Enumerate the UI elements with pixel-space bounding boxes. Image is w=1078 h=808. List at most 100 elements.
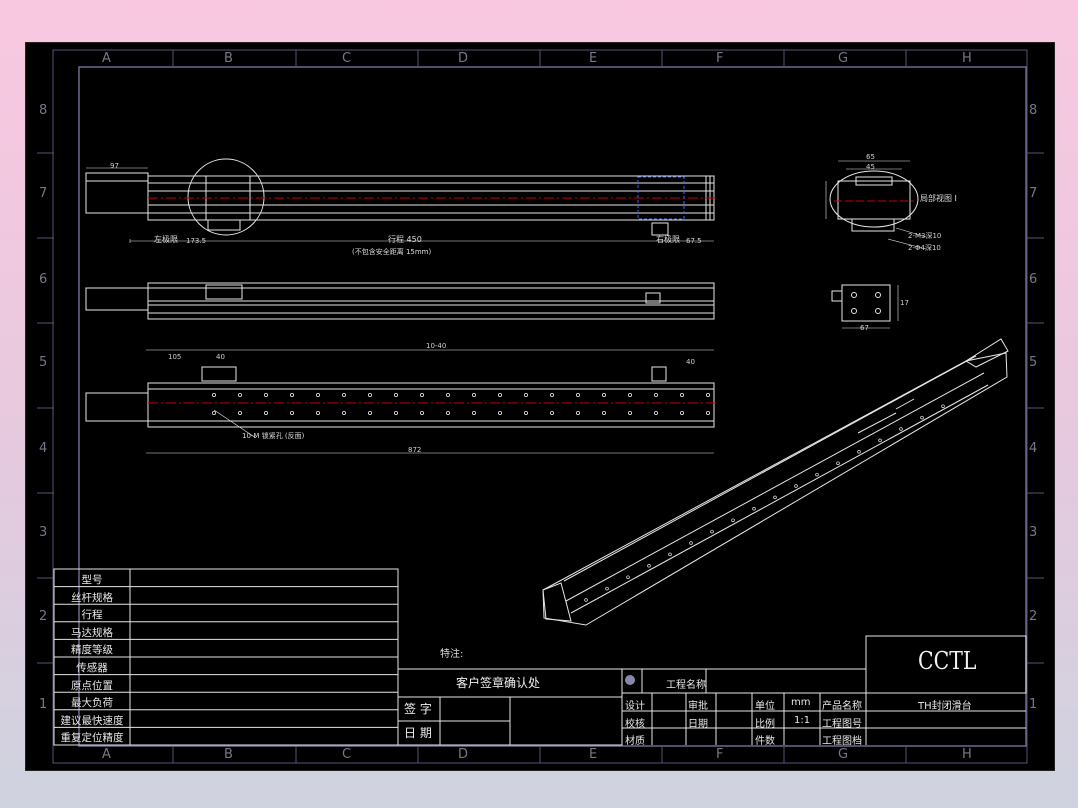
mounting-hole (419, 410, 424, 415)
mounting-hole (550, 392, 555, 397)
unit-value: mm (791, 697, 811, 708)
zone-row-5-right: 5 (1029, 355, 1038, 370)
mounting-hole (367, 392, 372, 397)
customer-title: 客户签章确认处 (456, 676, 541, 690)
zone-col-c-bottom: C (342, 747, 352, 762)
unit-label: 单位 (755, 701, 775, 712)
dim-105: 105 (168, 353, 182, 361)
zone-col-f-bottom: F (716, 747, 724, 762)
mounting-hole (680, 392, 685, 397)
mounting-hole (523, 410, 528, 415)
zone-row-6-right: 6 (1029, 272, 1038, 287)
spec-row-label: 马达规格 (71, 626, 113, 639)
spec-row-label: 传感器 (76, 662, 108, 674)
mounting-hole (550, 410, 555, 415)
zone-col-g-bottom: G (838, 747, 849, 762)
iso-hole (773, 495, 777, 500)
mounting-hole (419, 392, 424, 397)
section-view (825, 160, 927, 250)
mounting-hole (289, 392, 294, 397)
section-view-label: 局部视图 I (920, 194, 957, 203)
iso-hole (584, 598, 588, 602)
dim-45: 45 (866, 163, 875, 171)
mounting-hole (211, 392, 216, 397)
mounting-hole (471, 392, 476, 397)
hole-note: 10-M 锁紧孔 (反面) (242, 432, 305, 440)
check-label: 校核 (625, 719, 645, 730)
iso-hole (752, 507, 756, 511)
hole-phi4: 2-Φ4深10 (908, 244, 941, 252)
mounting-hole (341, 392, 346, 397)
spec-row-label: 重复定位精度 (60, 732, 124, 745)
notes-label: 特注: (440, 649, 464, 660)
zone-row-8-right: 8 (1029, 103, 1038, 118)
dim-65: 65 (866, 153, 875, 161)
stroke-label: 行程 450 (388, 235, 422, 244)
mounting-hole (471, 410, 476, 415)
mounting-hole (576, 410, 581, 415)
iso-hole (731, 518, 735, 522)
zone-col-b: B (224, 51, 233, 66)
spec-table-grid (53, 568, 399, 746)
mounting-hole (602, 410, 607, 415)
mounting-hole (602, 392, 607, 397)
mounting-hole (393, 410, 398, 415)
zone-col-g: G (838, 51, 849, 66)
zone-col-a-bottom: A (102, 747, 111, 762)
front-view (85, 158, 715, 243)
mounting-hole (628, 410, 633, 415)
spec-row-label: 型号 (81, 574, 103, 586)
left-limit-label: 左极限 (154, 235, 178, 244)
drawing-canvas (37, 49, 1044, 764)
mounting-hole (706, 410, 711, 415)
hole-m3: 2-M3深10 (908, 232, 942, 240)
customer-sign-label: 签 字 (404, 702, 432, 716)
iso-hole (920, 415, 924, 420)
zone-row-8: 8 (39, 103, 48, 118)
iso-hole (626, 575, 630, 579)
spec-row-label: 最大负荷 (71, 697, 113, 710)
zone-row-5: 5 (39, 355, 48, 370)
side-view (85, 282, 715, 320)
dim-40-right: 40 (686, 358, 695, 366)
iso-hole (647, 564, 651, 568)
scale-label: 比例 (755, 719, 775, 730)
zone-row-1-right: 1 (1029, 697, 1038, 712)
material-label: 材质 (625, 736, 645, 747)
mounting-hole (523, 392, 528, 397)
mounting-hole (211, 410, 216, 415)
zone-row-7: 7 (39, 186, 48, 201)
zone-col-h-bottom: H (962, 747, 972, 762)
iso-hole (878, 438, 882, 443)
iso-hole (668, 552, 672, 557)
mounting-hole (497, 410, 502, 415)
mounting-hole (341, 410, 346, 415)
product-label: 产品名称 (822, 701, 862, 712)
drawing-sheet: A B C D E F G H A B C D E F G H 8 7 6 5 … (25, 42, 1055, 771)
mounting-hole (237, 410, 242, 415)
drawing-file-label: 工程图档 (822, 736, 862, 747)
title-block-grid (397, 635, 1027, 746)
approve-label: 审批 (688, 701, 708, 712)
zone-row-3-right: 3 (1029, 525, 1038, 540)
zone-col-c: C (342, 51, 352, 66)
customer-date-label: 日 期 (404, 726, 432, 740)
safety-note: (不包含安全距离 15mm) (352, 248, 432, 256)
zone-col-h: H (962, 51, 972, 66)
dim-872: 872 (408, 446, 422, 454)
dim-97: 97 (110, 162, 119, 170)
mounting-hole (680, 410, 685, 415)
left-limit-value: 173.5 (186, 237, 207, 245)
top-dim-10-40: 10-40 (426, 342, 447, 350)
project-label: 工程名称 (666, 680, 706, 691)
spec-row-label: 原点位置 (71, 679, 113, 692)
mounting-hole (393, 392, 398, 397)
right-limit-value: 67.5 (686, 237, 702, 245)
mounting-hole (263, 392, 268, 397)
date-label: 日期 (688, 719, 708, 730)
iso-hole (710, 529, 714, 534)
mounting-hole (315, 410, 320, 415)
mounting-hole (263, 410, 268, 415)
spec-table: 型号丝杆规格行程马达规格精度等级传感器原点位置最大负荷建议最快速度重复定位精度 (54, 569, 130, 745)
mounting-hole (445, 392, 450, 397)
